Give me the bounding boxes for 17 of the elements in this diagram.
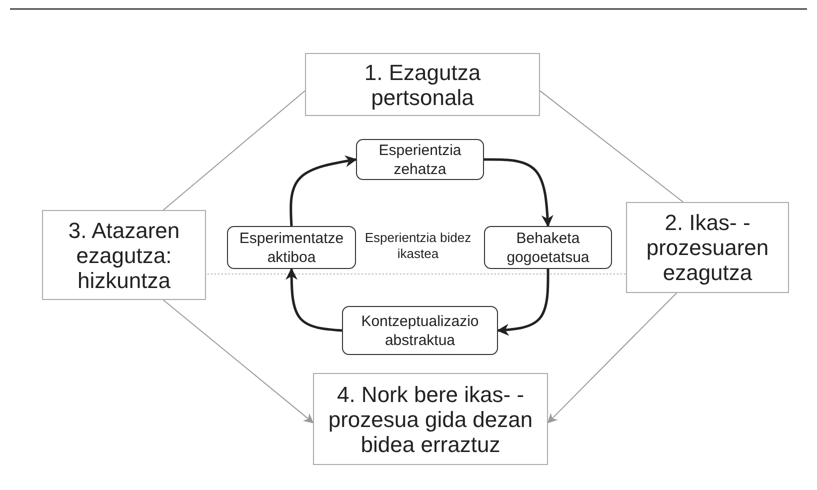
knowledge-box: 3. Atazaren ezagutza: hizkuntza <box>42 210 206 300</box>
stage-box: Behaketa gogoetatsua <box>484 226 612 269</box>
arrow <box>484 158 554 228</box>
center-label: Esperientzia bidez ikastea <box>364 230 472 262</box>
connector-line <box>540 90 684 202</box>
connector-line <box>162 90 306 210</box>
arrow <box>162 300 314 424</box>
stage-box: Esperimentatze aktiboa <box>227 226 356 269</box>
stage-box: Esperientzia zehatza <box>356 139 484 180</box>
knowledge-box: 2. Ikas- -prozesuaren ezagutza <box>626 202 789 293</box>
stage-box: Kontzeptualizazio abstraktua <box>342 306 498 355</box>
arrow <box>496 269 550 336</box>
arrow <box>286 268 342 332</box>
arrow <box>290 155 358 226</box>
knowledge-box: 1. Ezagutza pertsonala <box>305 53 540 116</box>
arrow <box>547 292 678 424</box>
knowledge-box: 4. Nork bere ikas- -prozesua gida dezan bidea erraztuz <box>313 373 548 465</box>
